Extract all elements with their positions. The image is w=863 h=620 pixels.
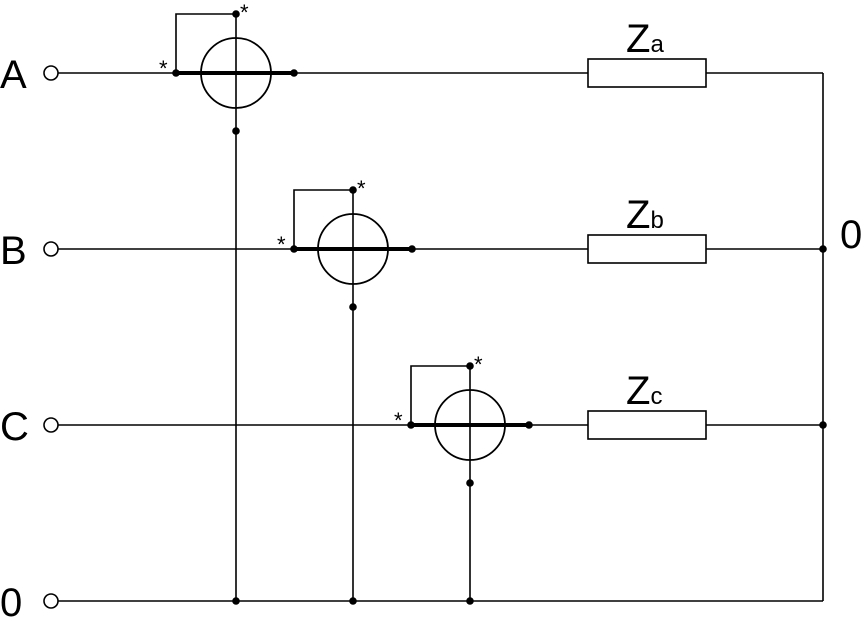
impedance-zb [587,234,707,264]
polarity-mark: * [240,0,249,25]
wattmeter-a: * * [159,0,298,135]
impedance-za [587,58,707,88]
junction-dot [466,597,474,605]
junction-dot [232,127,240,135]
junction-dot [172,69,180,77]
neutral-point-label: 0 [840,213,862,257]
impedance-zc-label: Zc [626,369,662,413]
junction-dot [819,421,827,429]
polarity-mark: * [357,176,366,201]
wattmeter-a-polarity-link [175,13,236,73]
impedance-zc [587,410,707,440]
junction-dot [232,597,240,605]
junction-dot [408,245,416,253]
junction-dot [290,69,298,77]
impedance-za-label: Za [626,17,664,61]
junction-dot [819,245,827,253]
terminal-c [43,417,59,433]
junction-dot [525,421,533,429]
polarity-mark: * [277,232,286,257]
wattmeter-c: * * [394,352,533,487]
junction-dot [466,479,474,487]
junction-dot [232,10,240,18]
terminal-label-a: A [0,53,27,97]
terminal-label-c: C [0,405,29,449]
impedance-zb-label: Zb [626,193,664,237]
polarity-mark: * [474,352,483,377]
wattmeter-c-polarity-link [410,365,470,425]
terminal-neutral [43,593,59,609]
polarity-mark: * [159,56,168,81]
junction-dot [407,421,415,429]
junction-dot [466,362,474,370]
junction-dot [349,186,357,194]
polarity-mark: * [394,408,403,433]
terminal-b [43,241,59,257]
terminal-a [43,65,59,81]
wattmeter-b-polarity-link [293,189,353,249]
junction-dot [290,245,298,253]
junction-dot [349,303,357,311]
terminal-label-b: B [0,229,27,273]
wattmeter-b: * * [277,176,416,311]
junction-dot [349,597,357,605]
terminal-label-neutral: 0 [0,581,22,620]
